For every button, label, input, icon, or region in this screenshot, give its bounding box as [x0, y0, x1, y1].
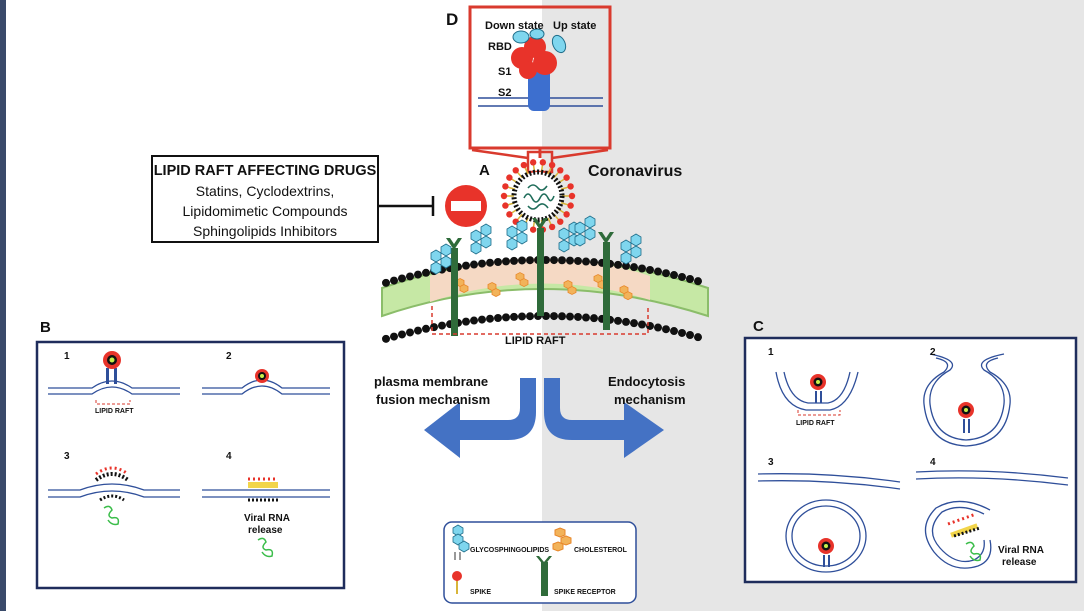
mechanism-arrows	[424, 378, 664, 458]
down-state-label: Down state	[485, 20, 544, 32]
s2-label: S2	[498, 87, 511, 99]
spike-mark	[563, 211, 570, 218]
mechanism-left-line2: fusion mechanism	[376, 392, 490, 407]
mechanism-right-line2: mechanism	[614, 392, 686, 407]
coronavirus-particle	[500, 159, 576, 233]
panel-b-raft-label: LIPID RAFT	[95, 408, 134, 415]
drugs-box: LIPID RAFT AFFECTING DRUGS Statins, Cycl…	[151, 155, 379, 243]
panel-c-release-line2: release	[1002, 557, 1037, 568]
panel-label-a: A	[479, 162, 490, 179]
drugs-title: LIPID RAFT AFFECTING DRUGS	[153, 163, 377, 179]
panel-label-b: B	[40, 319, 51, 336]
inhibit-symbol	[379, 185, 487, 227]
panel-label-d: D	[446, 10, 458, 29]
spike-mark	[520, 161, 528, 169]
spike-mark	[529, 159, 537, 166]
panel-c-step-2: 2	[930, 347, 936, 358]
cholesterol-legend-icon	[552, 527, 572, 552]
spike-mark	[548, 223, 556, 231]
spike-mark	[506, 211, 513, 218]
spike-mark	[548, 161, 556, 169]
membrane-lipid-raft	[381, 215, 709, 343]
spike-mark	[557, 167, 564, 174]
legend-glyco-label: GLYCOSPHINGOLIPIDS	[470, 547, 549, 554]
panel-c-raft-label: LIPID RAFT	[796, 420, 835, 427]
mechanism-left-line1: plasma membrane	[374, 374, 488, 389]
s1-label: S1	[498, 66, 511, 78]
spike-mark	[502, 202, 509, 209]
legend	[443, 521, 637, 604]
rbd-down	[512, 30, 530, 44]
panel-b-step-4: 4	[226, 451, 232, 462]
spike-legend-icon	[452, 571, 462, 594]
panel-c-release-line1: Viral RNA	[998, 545, 1044, 556]
spike-mark	[500, 192, 508, 200]
up-state-label: Up state	[553, 20, 596, 32]
drug-item: Statins, Cyclodextrins,	[195, 183, 335, 199]
inset-frame	[468, 5, 612, 150]
spike-mark	[539, 159, 547, 166]
spike-inset-panel	[468, 5, 612, 174]
panel-c	[743, 336, 1078, 584]
spike-mark	[568, 192, 576, 200]
legend-receptor-label: SPIKE RECEPTOR	[554, 589, 616, 596]
panel-b-release-line1: Viral RNA	[244, 513, 290, 524]
panel-label-c: C	[753, 318, 764, 335]
spike-mark	[506, 174, 513, 181]
panel-b-step-3: 3	[64, 451, 70, 462]
left-arrow	[424, 378, 536, 458]
panel-c-step-4: 4	[930, 457, 936, 468]
legend-chol-label: CHOLESTEROL	[574, 547, 628, 554]
mechanism-right-line1: Endocytosis	[608, 374, 685, 389]
panel-b	[35, 340, 346, 590]
panel-b-frame	[35, 340, 346, 590]
spike-mark	[567, 202, 574, 209]
glyco-legend-icon	[452, 524, 470, 560]
drug-item: Sphingolipids Inhibitors	[193, 223, 337, 239]
panel-c-step-3: 3	[768, 457, 774, 468]
panel-b-step-1: 1	[64, 351, 70, 362]
drug-item: Lipidomimetic Compounds	[182, 203, 348, 219]
left-edge-strip	[0, 0, 6, 611]
viral-rna	[523, 184, 555, 210]
rbd-label: RBD	[488, 41, 512, 53]
legend-spike-label: SPIKE	[470, 589, 491, 596]
right-arrow	[544, 378, 664, 458]
spike-mark	[502, 183, 509, 190]
spike-mark	[567, 183, 574, 190]
rbd-up	[551, 34, 567, 54]
spike-mark	[529, 226, 537, 233]
legend-frame	[443, 521, 637, 604]
panel-b-release-line2: release	[248, 525, 283, 536]
panel-b-step-2: 2	[226, 351, 232, 362]
spike-mark	[563, 174, 570, 181]
coronavirus-label: Coronavirus	[588, 163, 682, 180]
spike-mark	[557, 218, 564, 225]
panel-c-frame	[743, 336, 1078, 584]
spike-mark	[512, 167, 519, 174]
lipid-raft-label: LIPID RAFT	[505, 335, 566, 347]
receptor-legend-icon	[536, 556, 552, 596]
panel-c-step-1: 1	[768, 347, 774, 358]
raft-bracket	[431, 306, 649, 335]
s2-stalk	[528, 66, 550, 111]
